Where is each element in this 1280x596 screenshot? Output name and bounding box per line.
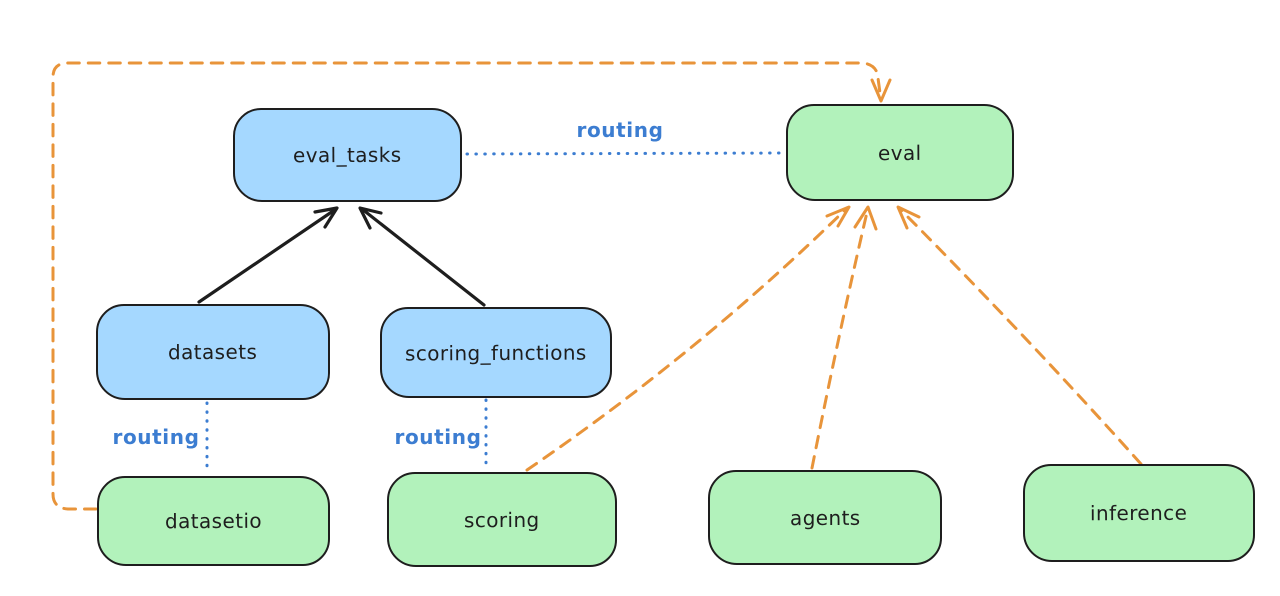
node-scoring_functions: scoring_functions (380, 307, 612, 398)
node-scoring_functions-label: scoring_functions (405, 340, 587, 365)
node-inference: inference (1023, 464, 1255, 562)
edge-datasets-to-eval_tasks (197, 207, 338, 304)
edge-inference-to-eval (897, 206, 1143, 466)
node-agents-label: agents (789, 505, 861, 530)
edge-datasetio-to-eval (51, 61, 882, 511)
node-inference-label: inference (1090, 500, 1188, 526)
arrowhead-datasetio-to-eval (870, 78, 892, 103)
edge-label-routing-datasets-datasetio: routing (112, 425, 200, 449)
node-datasetio-label: datasetio (164, 508, 263, 534)
node-datasetio: datasetio (97, 476, 330, 566)
node-datasets: datasets (96, 304, 330, 400)
edge-agents-to-eval (810, 206, 870, 470)
arrowhead-inference-to-eval (896, 205, 921, 230)
arrowhead-agents-to-eval (853, 205, 878, 231)
node-agents: agents (708, 470, 942, 565)
arrowhead-scoring-to-eval (825, 205, 851, 228)
edge-label-routing-eval_tasks-eval: routing (576, 118, 664, 142)
node-eval-label: eval (878, 140, 922, 165)
node-eval_tasks-label: eval_tasks (293, 142, 402, 168)
edge-scoring-to-eval (525, 206, 849, 472)
node-eval_tasks: eval_tasks (233, 108, 462, 202)
arrowhead-scoring_functions-to-eval_tasks (358, 206, 383, 230)
arrowhead-datasets-to-eval_tasks (313, 206, 339, 229)
edge-scoring_functions-to-eval_tasks (360, 207, 486, 307)
node-datasets-label: datasets (168, 339, 258, 365)
node-scoring: scoring (387, 472, 617, 567)
node-eval: eval (786, 104, 1014, 201)
edge-label-routing-scoring_functions-scoring: routing (394, 425, 482, 449)
node-scoring-label: scoring (464, 507, 540, 532)
edge-eval_tasks-to-eval-routing (465, 151, 785, 156)
